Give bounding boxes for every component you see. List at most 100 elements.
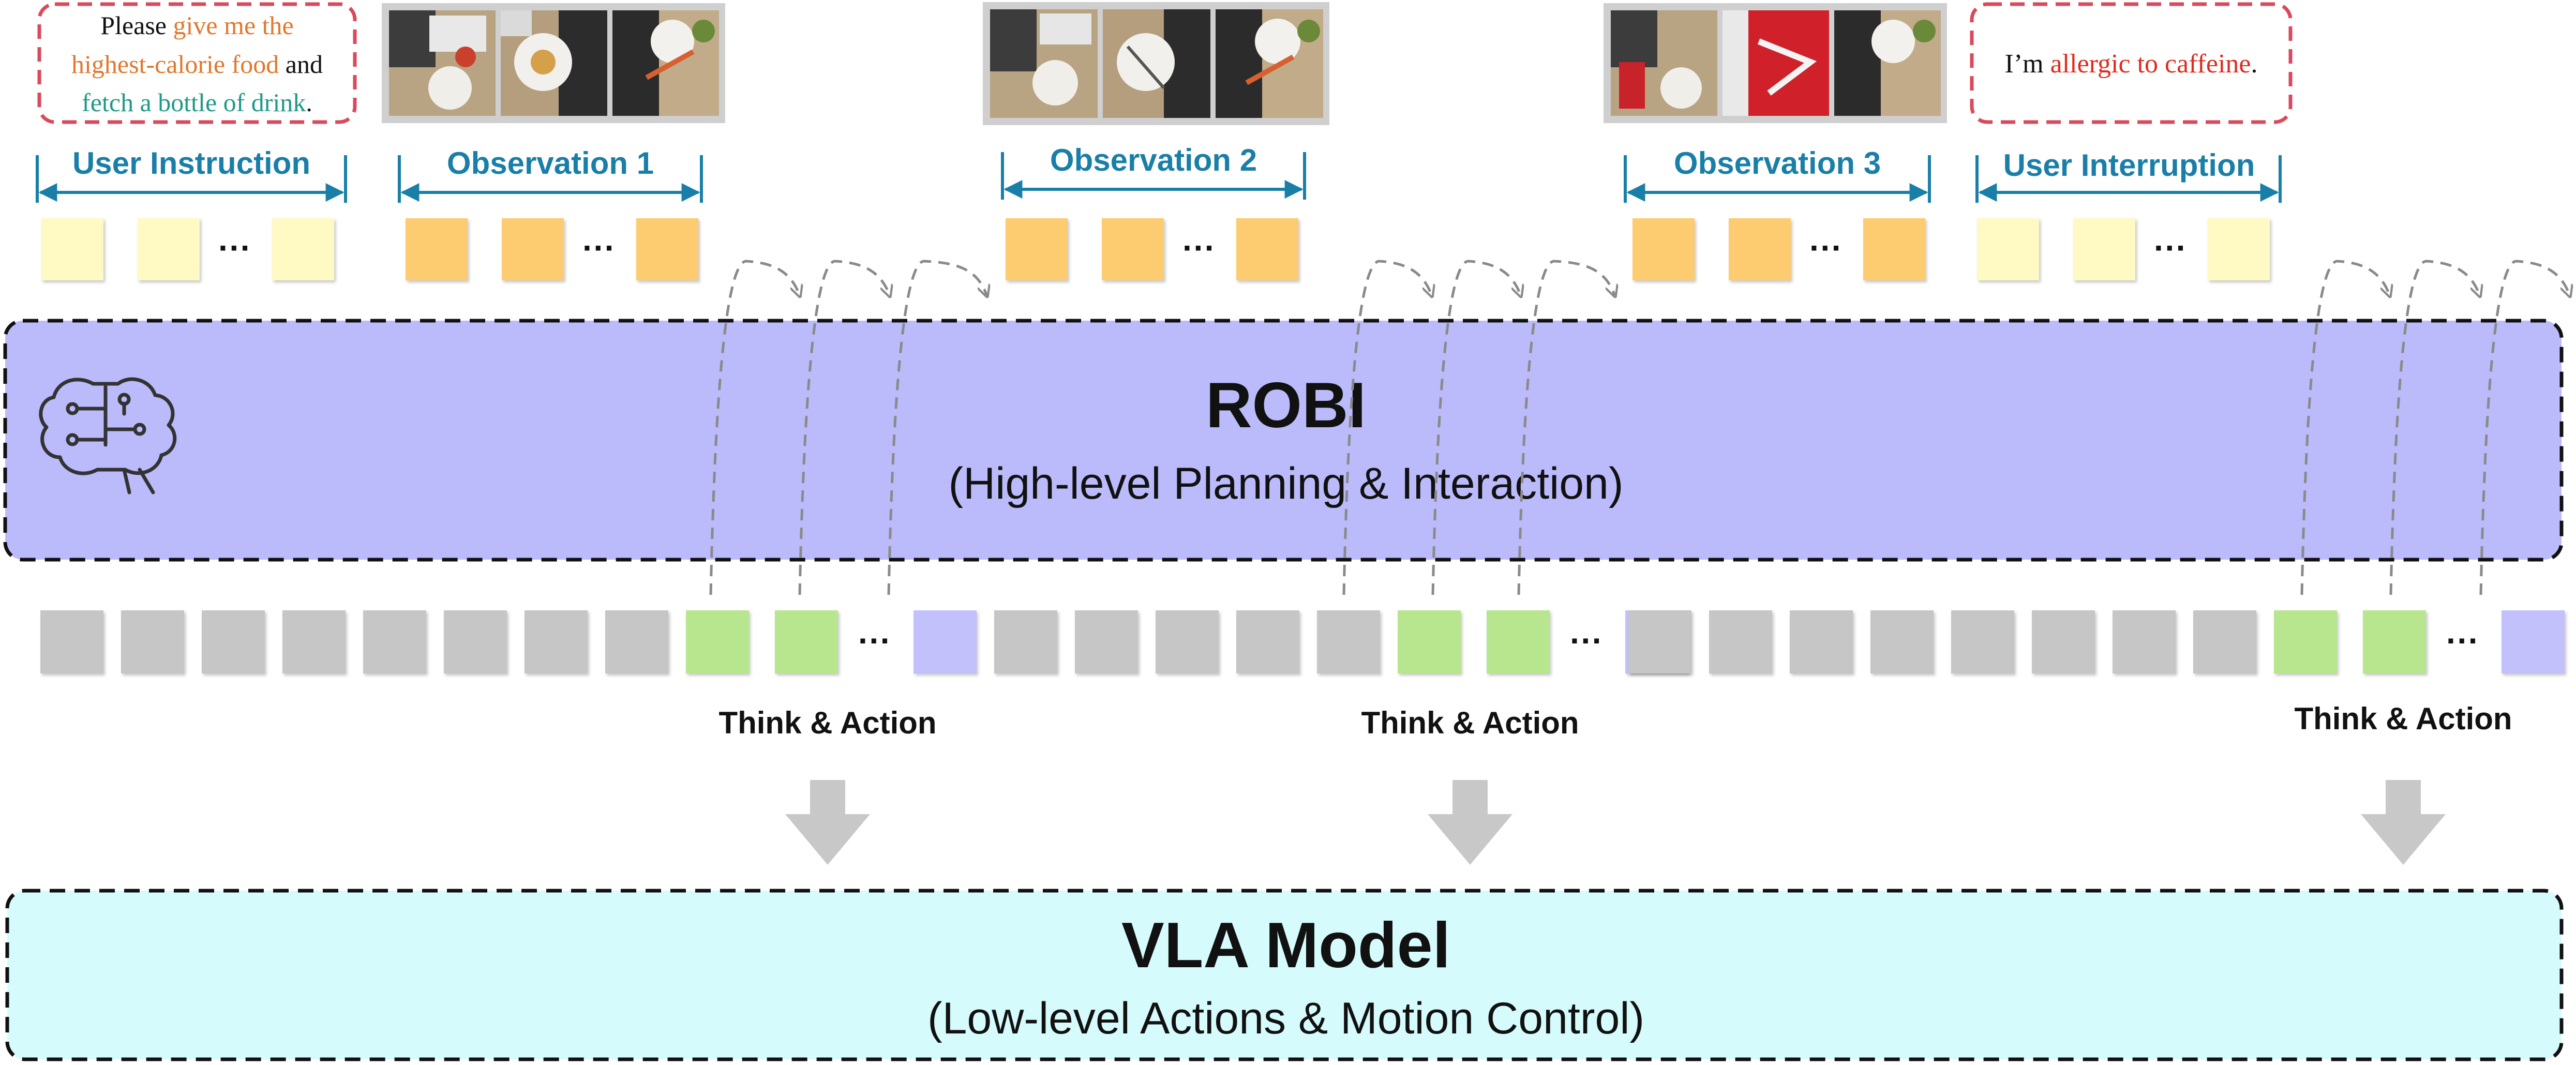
output-token-gray [121,610,184,673]
output-token-gray [1951,610,2014,673]
observation-3-frame-2 [1723,10,1829,116]
interruption-suffix: . [2251,49,2257,79]
output-token-gray [363,610,426,673]
token-group-user-instruction: ··· [41,218,334,280]
header-user-interruption: User Interruption [1975,148,2282,203]
user-instruction-token-yellow [41,218,103,280]
output-token-gray [1790,610,1853,673]
observation-1-frame-3 [612,10,719,116]
token-group-observation-3: ··· [1633,218,1925,280]
header-observation-1-label: Observation 1 [447,146,654,181]
observation-3-token-orange [1729,218,1791,280]
output-token-gray [525,610,588,673]
svg-text:fetch a bottle of drink.: fetch a bottle of drink. [82,88,312,117]
token-group-user-interruption: ··· [1977,218,2270,280]
output-token-gray [282,610,346,673]
header-user-interruption-label: User Interruption [2003,148,2255,183]
robi-title: ROBI [1206,370,1366,441]
instruction-line1-highlight: give me the [173,11,293,40]
output-token-gray [1317,610,1380,673]
observation-3-photo-strip [1604,3,1947,123]
observation-2-token-orange [1236,218,1298,280]
observation-1-frame-2 [501,10,607,116]
ellipsis: ··· [1809,229,1843,266]
feedback-arc-2-3 [1517,260,1615,595]
output-token-gray [1075,610,1138,673]
output-token-green [1398,610,1461,673]
output-token-green [2274,610,2337,673]
output-token-gray [40,610,103,673]
header-user-instruction-label: User Instruction [72,146,310,181]
ellipsis: ··· [582,229,616,266]
observation-2-frame-3 [1216,9,1323,118]
token-group-observation-1: ··· [406,218,698,280]
observation-2-frame-1 [990,9,1098,118]
output-token-gray [1870,610,1934,673]
header-observation-1: Observation 1 [398,146,703,203]
header-user-instruction: User Instruction [36,146,347,203]
output-token-gray [1628,610,1691,673]
svg-text:highest-calorie food and: highest-calorie food and [71,50,323,79]
observation-3-frame-3 [1834,10,1941,116]
instruction-callout: Please give me the highest-calorie food … [37,2,357,124]
observation-1-frame-1 [389,10,496,116]
output-token-gray [605,610,668,673]
observation-2-photo-strip [983,2,1329,125]
svg-text:I’m allergic to caffeine.: I’m allergic to caffeine. [2005,49,2258,79]
observation-2-frame-2 [1103,9,1210,118]
vla-panel: VLA Model (Low-level Actions & Motion Co… [5,889,2564,1061]
output-token-green [2363,610,2426,673]
observation-2-token-orange [1102,218,1164,280]
observation-1-token-orange [636,218,698,280]
output-sequence-1: ··· [40,610,977,673]
output-token-green [1487,610,1550,673]
ellipsis: ··· [1570,622,1603,659]
user-interruption-token-yellow [2073,218,2135,280]
interruption-highlight: allergic to caffeine [2050,49,2251,79]
observation-3-frame-1 [1611,10,1717,116]
user-instruction-token-yellow [272,218,334,280]
output-token-gray [202,610,265,673]
output-sequence-2: ··· [994,610,1688,673]
svg-text:Please give me the: Please give me the [100,11,294,40]
feedback-arc-1-3 [887,260,987,595]
ellipsis: ··· [2446,622,2479,659]
instruction-line3-plain: . [306,88,312,117]
interruption-callout: I’m allergic to caffeine. [1970,2,2293,124]
header-observation-3: Observation 3 [1624,146,1931,203]
observation-1-photo-strip [382,3,725,123]
interruption-prefix: I’m [2005,49,2050,79]
output-token-gray [444,610,507,673]
output-token-purple [2502,610,2565,673]
ellipsis: ··· [1182,229,1216,266]
robi-subtitle: (High-level Planning & Interaction) [949,459,1624,508]
vla-title: VLA Model [1121,910,1450,981]
output-token-gray [2113,610,2176,673]
instruction-line3-highlight: fetch a bottle of drink [82,88,306,117]
output-token-gray [1709,610,1772,673]
observation-3-token-orange [1633,218,1695,280]
output-token-gray [1156,610,1219,673]
vla-subtitle: (Low-level Actions & Motion Control) [927,994,1644,1043]
ellipsis: ··· [858,622,891,659]
user-instruction-token-yellow [138,218,200,280]
output-token-gray [994,610,1057,673]
brain-circuit-icon [39,377,177,494]
feedback-arcs [709,260,2570,595]
down-arrow-2 [1428,780,1512,865]
robi-panel: ROBI (High-level Planning & Interaction) [3,319,2564,562]
header-observation-3-label: Observation 3 [1674,146,1881,181]
instruction-line2-highlight: highest-calorie food [71,50,279,79]
output-token-gray [2032,610,2095,673]
output-token-gray [1236,610,1299,673]
observation-2-token-orange [1006,218,1068,280]
think-action-label-1: Think & Action [718,706,936,740]
instruction-line1-plain: Please [100,11,173,40]
token-group-observation-2: ··· [1006,218,1298,280]
input-token-row: ··· ··· ··· ··· ··· [41,218,2270,280]
output-token-gray [2193,610,2256,673]
ellipsis: ··· [2154,229,2187,266]
user-interruption-token-yellow [2208,218,2270,280]
down-arrow-1 [785,780,870,865]
